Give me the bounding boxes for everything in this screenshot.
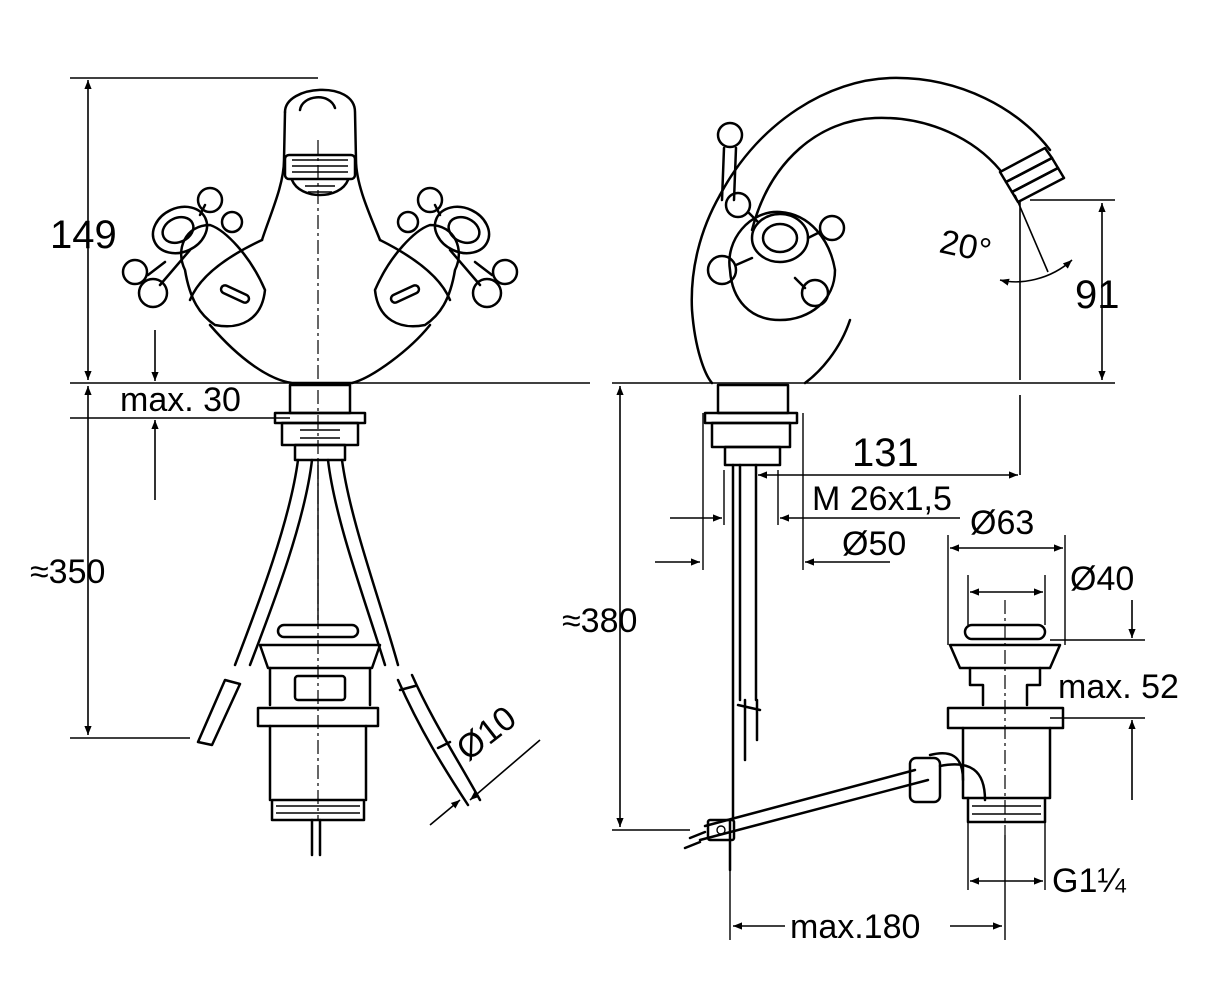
dim-131-label: 131 <box>852 431 919 475</box>
front-view: 149 max. 30 ≈350 Ø10 <box>30 77 590 857</box>
dim-max30-label: max. 30 <box>120 381 241 419</box>
dim-max52-label: max. 52 <box>1058 668 1179 706</box>
side-view: 91 20° 131 M 26x1,5 Ø50 Ø63 Ø40 max <box>562 76 1179 946</box>
dim-350-label: ≈350 <box>30 553 105 591</box>
dim-dia63-label: Ø63 <box>970 504 1034 542</box>
spout-aerator <box>998 146 1066 204</box>
dim-380-label: ≈380 <box>562 602 637 640</box>
left-cross-handle <box>121 186 267 328</box>
dim-max180-label: max.180 <box>790 908 920 946</box>
drain-assembly <box>908 623 1065 824</box>
right-cross-handle <box>373 186 519 328</box>
dim-149-label: 149 <box>50 213 117 257</box>
dim-dia40-label: Ø40 <box>1070 560 1134 598</box>
thread-g114-label: G1¼ <box>1052 862 1126 900</box>
dim-dia50-label: Ø50 <box>842 525 906 563</box>
dim-91-label: 91 <box>1075 273 1120 317</box>
side-cross-handle <box>706 191 846 322</box>
dim-dia10-label: Ø10 <box>450 699 524 769</box>
angle-20-label: 20° <box>936 223 994 271</box>
thread-m26-label: M 26x1,5 <box>812 480 952 518</box>
